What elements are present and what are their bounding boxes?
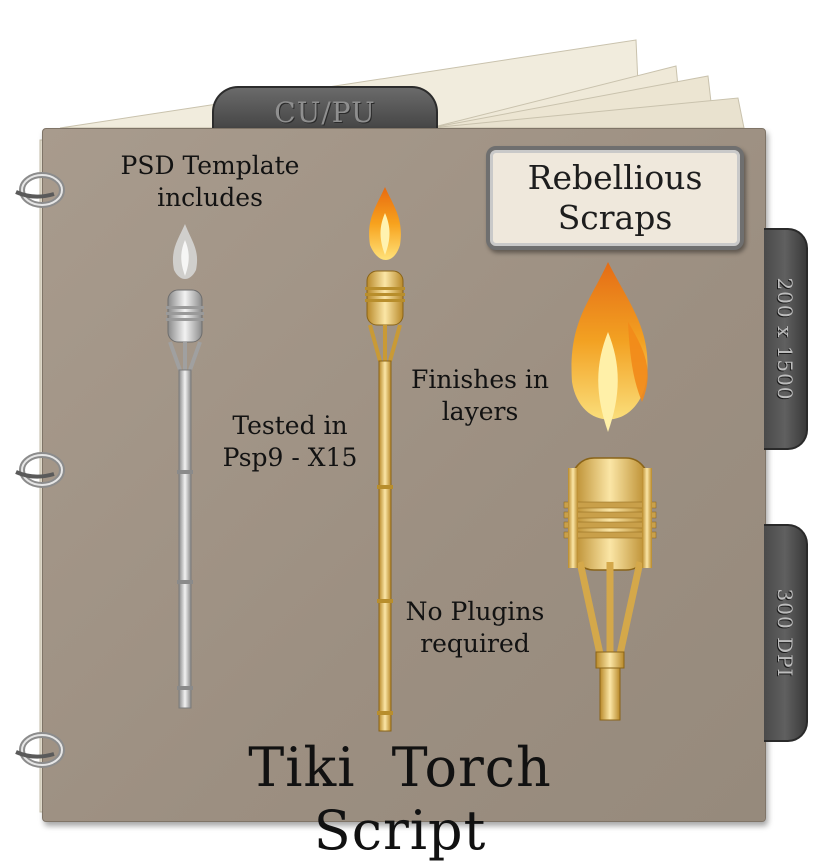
brand-name-line2: Scraps (557, 198, 673, 237)
binder-ring-icon (15, 172, 65, 208)
cu-pu-label: CU/PU (274, 96, 376, 129)
binder-ring-icon (15, 732, 65, 768)
brand-name-line1: Rebellious (527, 158, 703, 197)
size-tab: 200 x 1500 (764, 228, 808, 450)
dpi-label: 300 DPI (773, 588, 797, 678)
finishes-note: Finishes in layers (410, 365, 550, 426)
gold-torch-closeup-icon (563, 262, 657, 721)
plugins-note: No Plugins required (405, 597, 545, 658)
silver-torch-icon (166, 224, 204, 709)
psd-template-note: PSD Template includes (120, 151, 300, 212)
dpi-tab: 300 DPI (764, 524, 808, 742)
tested-note: Tested in Psp9 - X15 (222, 411, 358, 472)
product-title: Tiki Torch Script (248, 736, 552, 862)
brand-plate: Rebellious Scraps (486, 146, 744, 250)
gold-torch-icon (365, 187, 405, 732)
binder-ring-icon (15, 452, 65, 488)
size-label: 200 x 1500 (773, 277, 797, 401)
